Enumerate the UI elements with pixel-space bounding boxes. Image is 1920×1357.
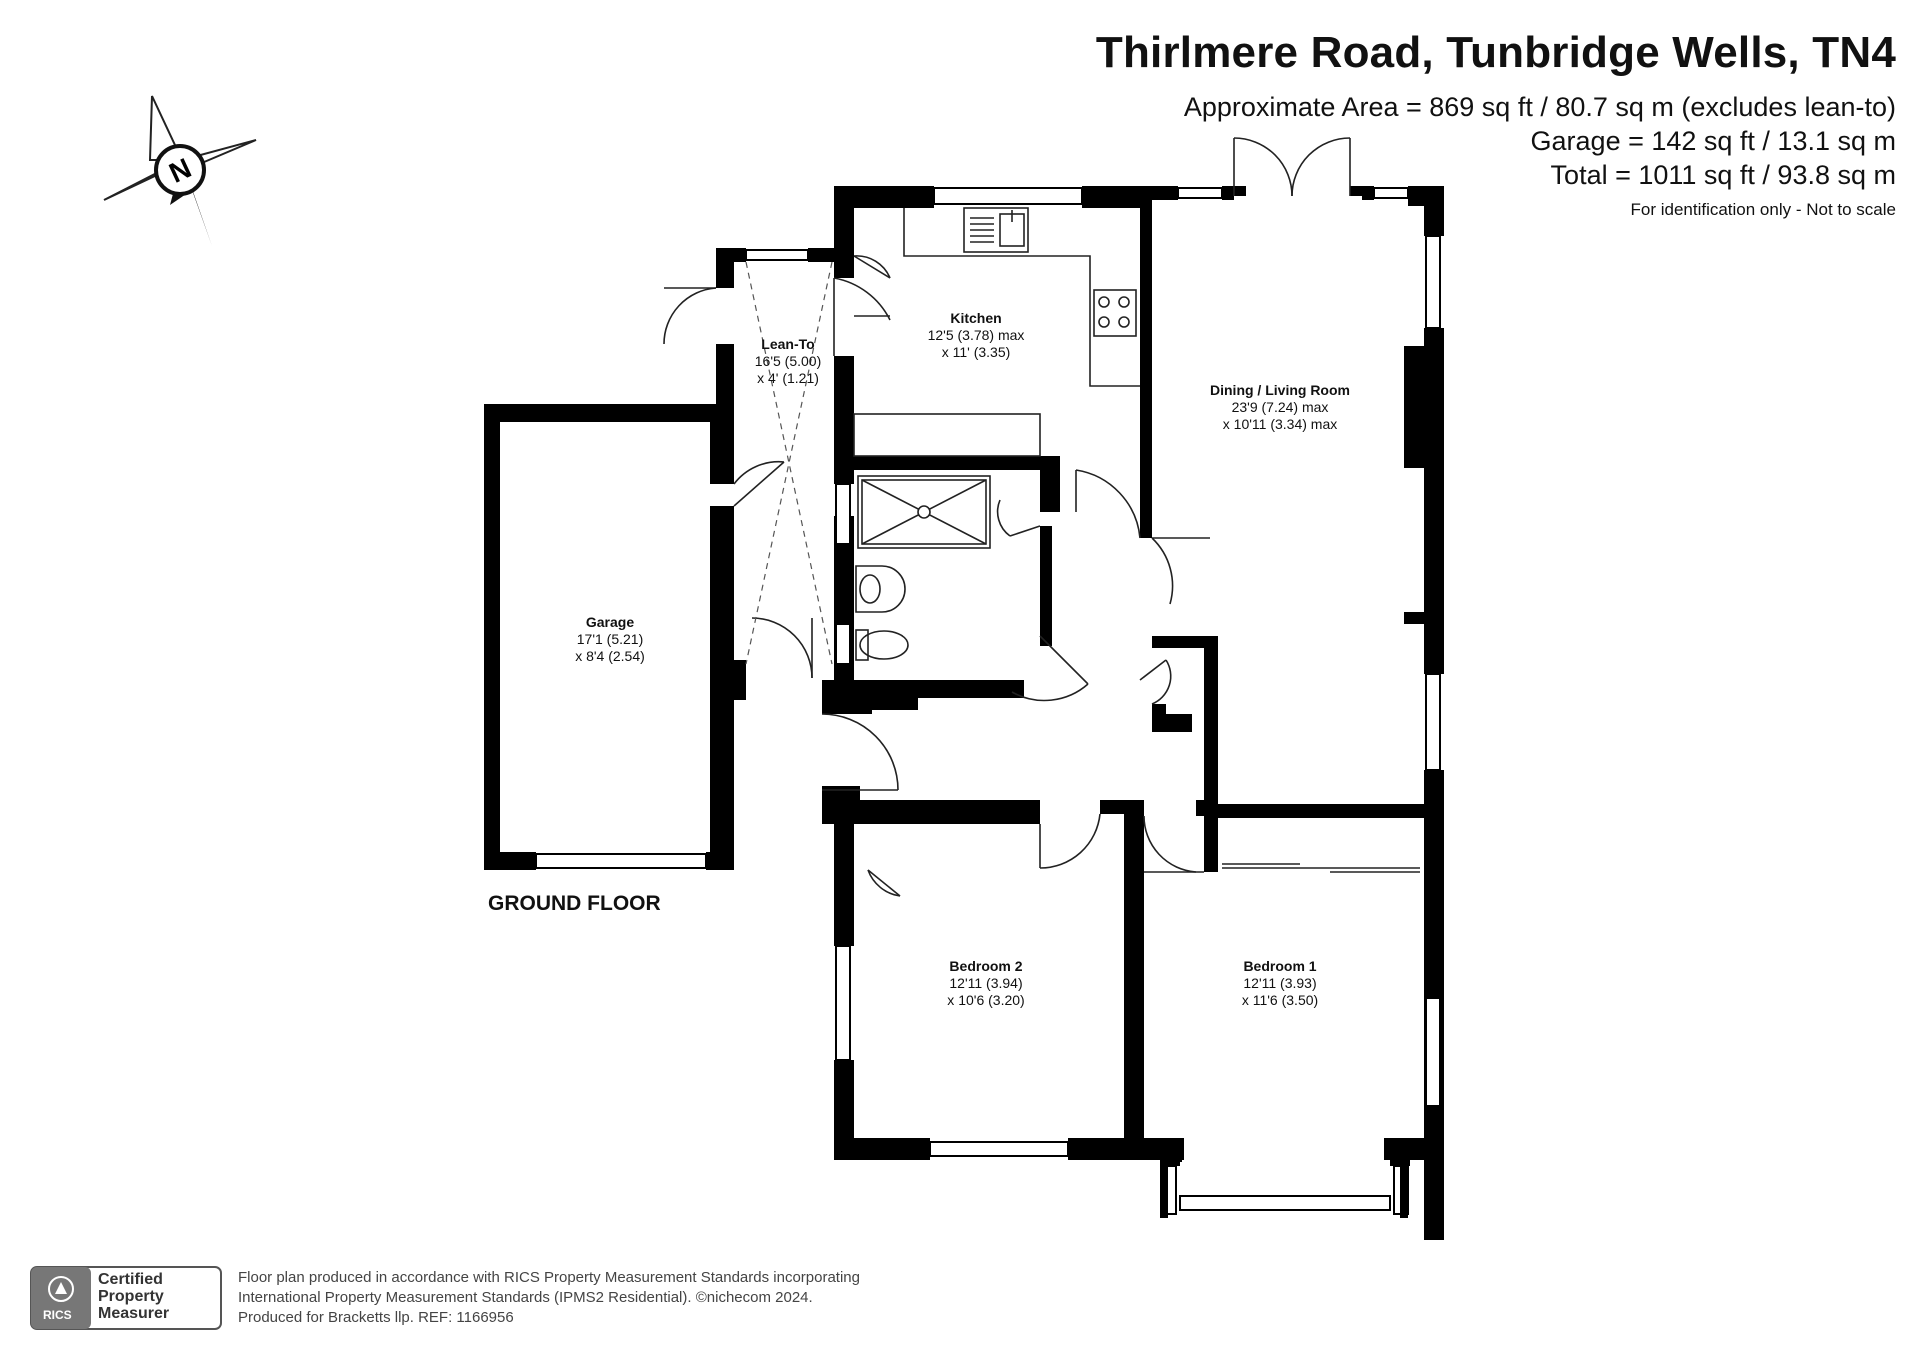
room-bedroom-2: Bedroom 2 12'11 (3.94) x 10'6 (3.20) (947, 958, 1024, 1009)
room-dim: x 11'6 (3.50) (1241, 992, 1319, 1008)
room-garage: Garage 17'1 (5.21) x 8'4 (2.54) (575, 614, 645, 665)
rics-badge (30, 1266, 222, 1330)
room-dim: 12'11 (3.93) (1243, 975, 1317, 991)
footer-line: Floor plan produced in accordance with R… (238, 1269, 860, 1286)
room-dim: 12'5 (3.78) max (927, 327, 1025, 343)
room-dim: x 11' (3.35) (941, 344, 1011, 360)
rics-certified-text: Certified Property Measurer (98, 1271, 169, 1322)
footer-line: Produced for Bracketts llp. REF: 1166956 (238, 1309, 514, 1326)
disclaimer: For identification only - Not to scale (1630, 200, 1896, 219)
rics-brand: RICS (43, 1308, 72, 1322)
windows (535, 187, 1441, 1215)
footer-text: Floor plan produced in accordance with R… (238, 1268, 860, 1328)
room-name: Bedroom 1 (1243, 958, 1317, 974)
page-title: Thirlmere Road, Tunbridge Wells, TN4 (1095, 28, 1896, 77)
room-dim: 16'5 (5.00) (754, 353, 822, 369)
total-area: Total = 1011 sq ft / 93.8 sq m (1550, 160, 1896, 190)
doors (663, 137, 1351, 897)
badge-line: Measurer (98, 1305, 170, 1322)
room-dining-living: Dining / Living Room 23'9 (7.24) max x 1… (1210, 382, 1350, 433)
room-dim: 12'11 (3.94) (949, 975, 1023, 991)
footer-line: International Property Measurement Stand… (238, 1289, 813, 1306)
room-name: Kitchen (950, 310, 1002, 326)
room-dim: 17'1 (5.21) (576, 631, 644, 647)
room-dim: x 10'11 (3.34) max (1222, 416, 1338, 432)
room-name: Lean-To (761, 336, 815, 352)
room-kitchen: Kitchen 12'5 (3.78) max x 11' (3.35) (928, 310, 1025, 361)
room-dim: x 4' (1.21) (757, 370, 819, 386)
room-name: Garage (585, 614, 635, 630)
approximate-area: Approximate Area = 869 sq ft / 80.7 sq m… (1183, 92, 1896, 122)
room-dim: x 10'6 (3.20) (947, 992, 1025, 1008)
rics-lion-icon (48, 1276, 74, 1302)
room-lean-to: Lean-To 16'5 (5.00) x 4' (1.21) (755, 336, 822, 387)
room-bedroom-1: Bedroom 1 12'11 (3.93) x 11'6 (3.50) (1242, 958, 1318, 1009)
room-name: Bedroom 2 (949, 958, 1023, 974)
floor-label: GROUND FLOOR (488, 892, 661, 915)
room-name: Dining / Living Room (1210, 382, 1350, 398)
badge-line: Certified (98, 1271, 163, 1288)
room-dim: 23'9 (7.24) max (1231, 399, 1329, 415)
garage-area: Garage = 142 sq ft / 13.1 sq m (1530, 126, 1896, 156)
badge-line: Property (98, 1288, 164, 1305)
north-compass-icon: N (103, 95, 257, 246)
room-dim: x 8'4 (2.54) (575, 648, 645, 664)
